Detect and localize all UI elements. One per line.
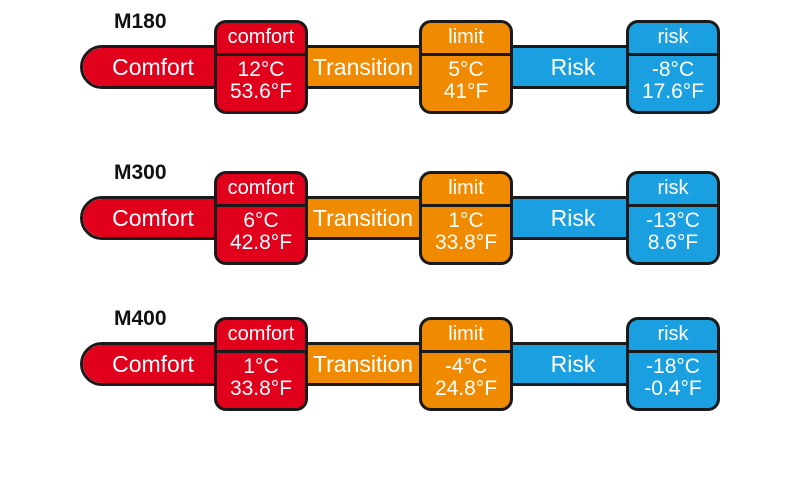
transition-zone-label: Transition [303, 345, 423, 383]
comfort-zone-label: Comfort [83, 48, 223, 86]
risk-tab-title: risk [629, 320, 717, 353]
risk-celsius: -8°C [651, 58, 695, 81]
risk-fahrenheit: 8.6°F [647, 231, 699, 254]
risk-tab: risk -13°C 8.6°F [626, 171, 720, 265]
rating-row-m400: M400 Comfort Transition Risk comfort 1°C… [0, 307, 800, 457]
comfort-tab-title: comfort [217, 174, 305, 207]
comfort-tab: comfort 1°C 33.8°F [214, 317, 308, 411]
comfort-fahrenheit: 33.8°F [229, 377, 293, 400]
rating-row-m300: M300 Comfort Transition Risk comfort 6°C… [0, 161, 800, 311]
risk-tab-title: risk [629, 23, 717, 56]
limit-fahrenheit: 24.8°F [434, 377, 498, 400]
transition-zone-label: Transition [303, 199, 423, 237]
risk-zone-label: Risk [513, 199, 633, 237]
comfort-zone-label: Comfort [83, 345, 223, 383]
risk-zone-label: Risk [513, 345, 633, 383]
comfort-tab: comfort 12°C 53.6°F [214, 20, 308, 114]
model-name: M300 [114, 161, 167, 184]
temperature-bar: Comfort Transition Risk [80, 45, 720, 89]
model-name: M400 [114, 307, 167, 330]
limit-tab: limit 5°C 41°F [419, 20, 513, 114]
model-name: M180 [114, 10, 167, 33]
limit-fahrenheit: 41°F [443, 80, 489, 103]
limit-tab-title: limit [422, 320, 510, 353]
risk-fahrenheit: 17.6°F [641, 80, 705, 103]
risk-celsius: -18°C [646, 355, 700, 378]
comfort-zone-label: Comfort [83, 199, 223, 237]
risk-celsius: -13°C [646, 209, 700, 232]
risk-zone-label: Risk [513, 48, 633, 86]
limit-celsius: -4°C [444, 355, 488, 378]
rating-row-m180: M180 Comfort Transition Risk comfort 12°… [0, 10, 800, 160]
risk-tab: risk -18°C -0.4°F [626, 317, 720, 411]
comfort-tab-title: comfort [217, 320, 305, 353]
temperature-bar: Comfort Transition Risk [80, 196, 720, 240]
limit-tab: limit -4°C 24.8°F [419, 317, 513, 411]
limit-tab: limit 1°C 33.8°F [419, 171, 513, 265]
limit-celsius: 1°C [448, 209, 484, 232]
comfort-fahrenheit: 42.8°F [229, 231, 293, 254]
comfort-celsius: 6°C [243, 209, 279, 232]
limit-celsius: 5°C [448, 58, 484, 81]
comfort-celsius: 1°C [243, 355, 279, 378]
risk-fahrenheit: -0.4°F [644, 377, 702, 400]
limit-fahrenheit: 33.8°F [434, 231, 498, 254]
risk-tab: risk -8°C 17.6°F [626, 20, 720, 114]
limit-tab-title: limit [422, 174, 510, 207]
limit-tab-title: limit [422, 23, 510, 56]
comfort-celsius: 12°C [237, 58, 285, 81]
comfort-tab: comfort 6°C 42.8°F [214, 171, 308, 265]
comfort-tab-title: comfort [217, 23, 305, 56]
risk-tab-title: risk [629, 174, 717, 207]
comfort-fahrenheit: 53.6°F [229, 80, 293, 103]
temperature-bar: Comfort Transition Risk [80, 342, 720, 386]
transition-zone-label: Transition [303, 48, 423, 86]
